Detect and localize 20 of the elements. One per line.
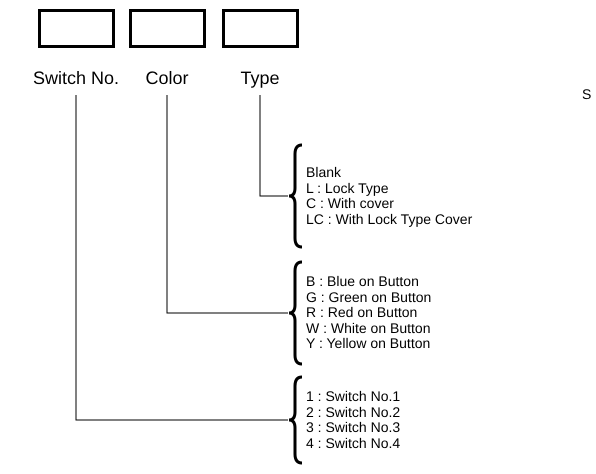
leader-line bbox=[166, 94, 288, 314]
option-text: 3 : Switch No.3 bbox=[306, 420, 400, 436]
option-text: Y : Yellow on Button bbox=[306, 336, 430, 352]
option-text: LC : With Lock Type Cover bbox=[306, 212, 472, 227]
option-text: W : White on Button bbox=[306, 320, 430, 336]
option-text: B : Blue on Button bbox=[306, 274, 419, 290]
option-text: Blank bbox=[306, 165, 342, 180]
option-text: C : With cover bbox=[306, 196, 394, 212]
option-text: R : Red on Button bbox=[306, 305, 418, 321]
leader-line bbox=[76, 94, 288, 420]
option-text: 4 : Switch No.4 bbox=[306, 436, 400, 451]
option-text: 2 : Switch No.2 bbox=[306, 404, 400, 420]
text-fragment: S bbox=[582, 86, 592, 102]
field-label: Color bbox=[144, 67, 190, 89]
field-label: Switch No. bbox=[32, 67, 120, 89]
option-text: 1 : Switch No.1 bbox=[306, 389, 400, 404]
leader-line bbox=[260, 94, 288, 196]
field-label: Type bbox=[239, 67, 281, 89]
option-text: G : Green on Button bbox=[306, 290, 432, 306]
option-text: L : Lock Type bbox=[306, 180, 388, 196]
